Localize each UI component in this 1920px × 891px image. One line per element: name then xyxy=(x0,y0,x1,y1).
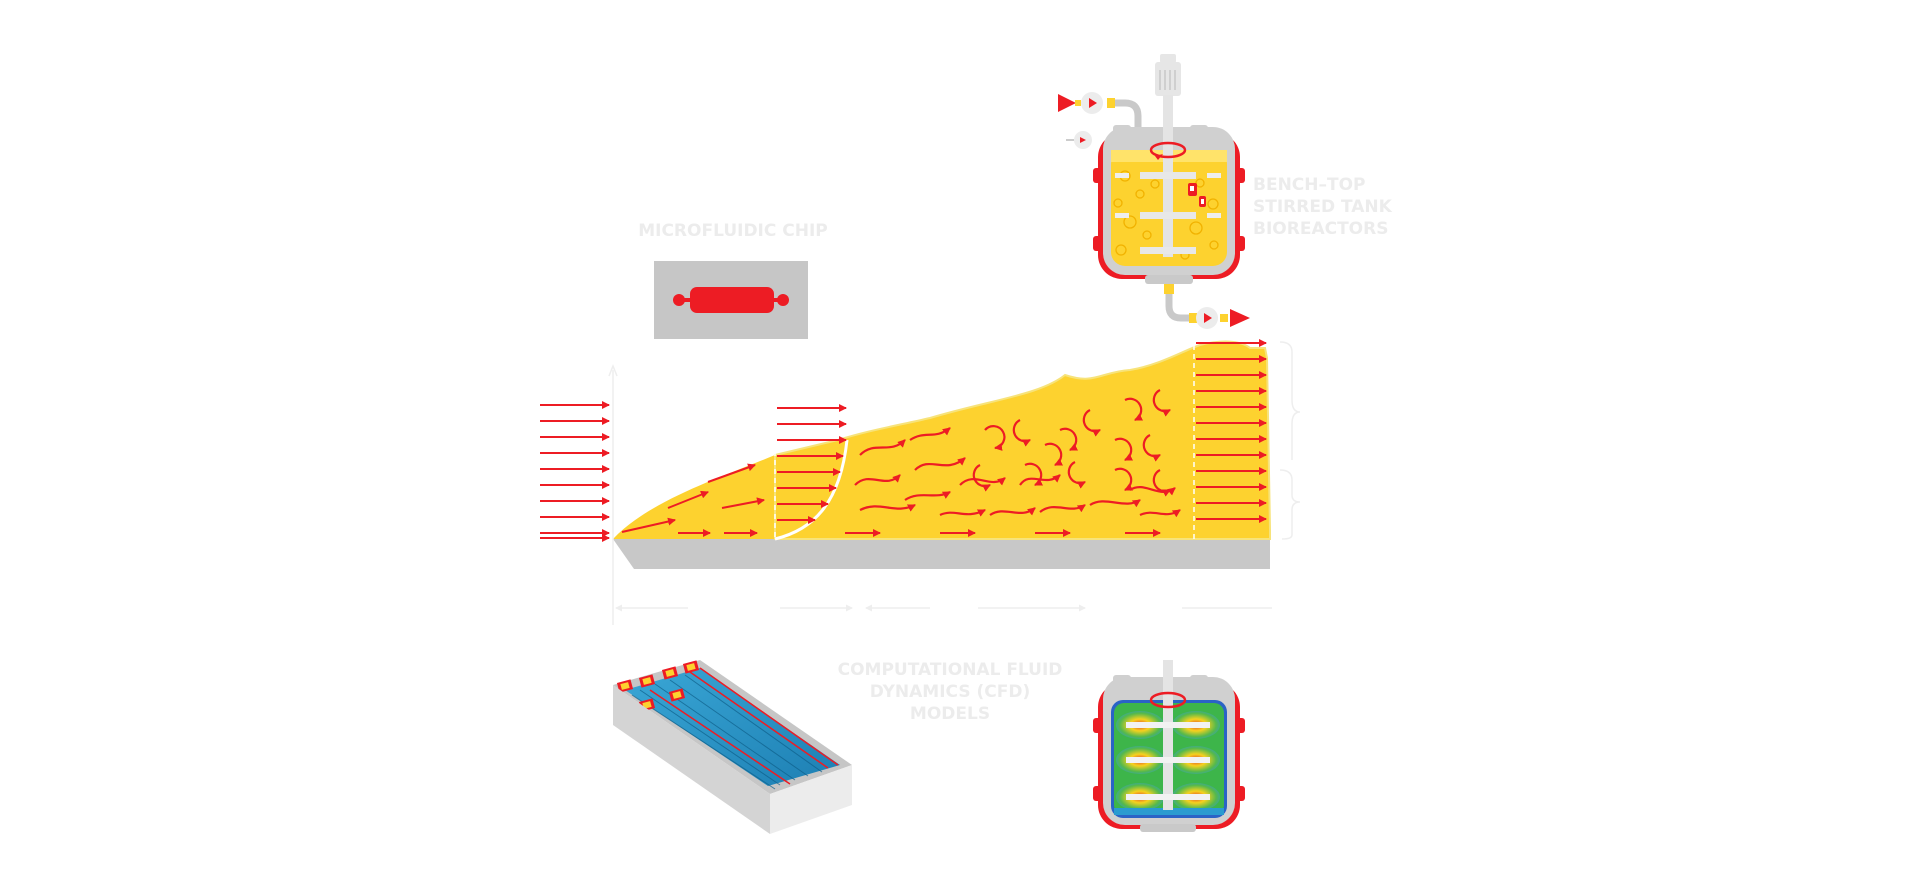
flow-channel-diagram xyxy=(540,339,1301,625)
cfd-channel-model-icon xyxy=(613,660,852,834)
cfd-label-line1: COMPUTATIONAL FLUID xyxy=(838,660,1063,680)
microfluidic-chip-icon xyxy=(654,261,808,339)
cfd-bioreactor-model-icon xyxy=(1093,660,1245,832)
stirred-tank-bioreactor-icon xyxy=(1058,54,1250,329)
bench-top-label-line1: BENCH–TOP xyxy=(1253,175,1366,195)
cfd-label-line3: MODELS xyxy=(910,704,990,724)
bench-top-label-line2: STIRRED TANK xyxy=(1253,197,1393,217)
cfd-label-line2: DYNAMICS (CFD) xyxy=(870,682,1031,702)
microfluidic-chip-label: MICROFLUIDIC CHIP xyxy=(638,221,828,241)
bench-top-label-line3: BIOREACTORS xyxy=(1253,219,1388,239)
